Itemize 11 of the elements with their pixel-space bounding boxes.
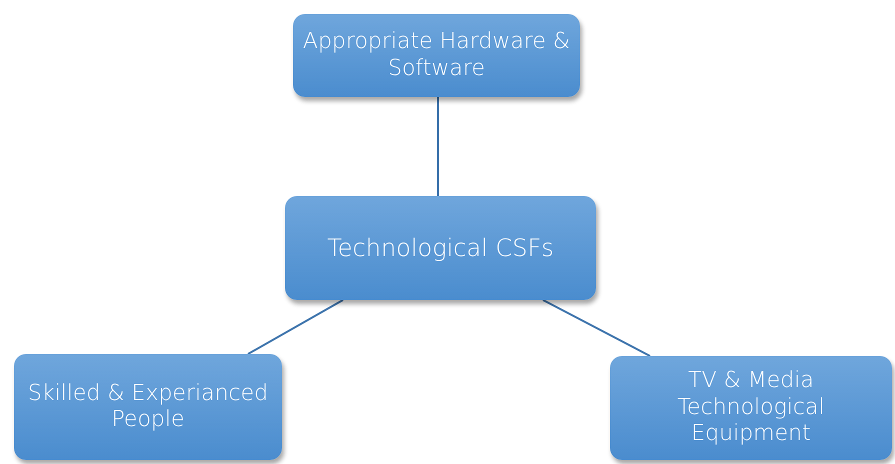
connector-line	[248, 299, 344, 355]
node-label: Technological CSFs	[327, 234, 554, 262]
process-box	[293, 14, 580, 97]
node-label: Skilled & Experianced People	[26, 380, 270, 434]
node-label: Appropriate Hardware & Software	[302, 29, 572, 82]
node-label: TV & Media Technological Equipment	[676, 368, 826, 448]
process-box	[14, 354, 282, 460]
process-box	[610, 356, 892, 460]
connector-line	[437, 97, 439, 196]
connector-line	[542, 299, 650, 357]
process-box	[285, 196, 596, 300]
